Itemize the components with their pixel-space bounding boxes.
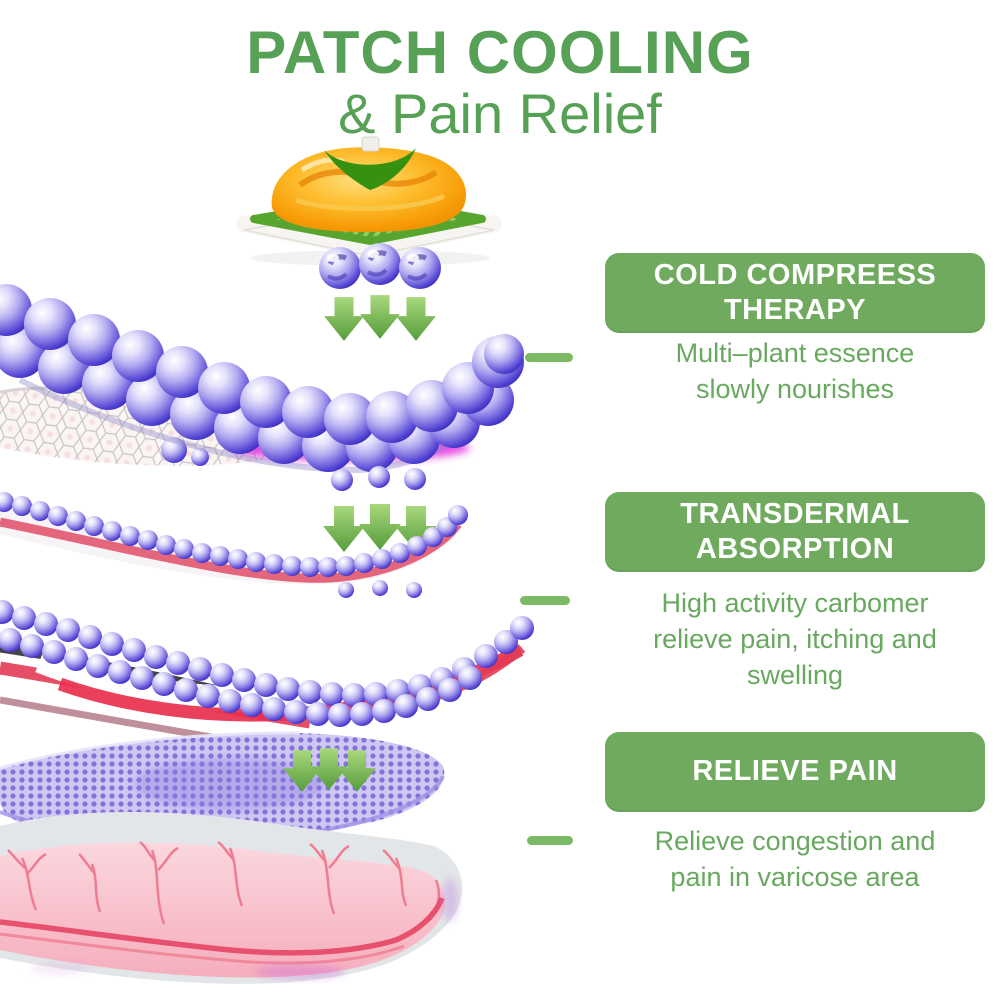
badge-line: THERAPY: [723, 294, 867, 326]
connector-line: [527, 836, 573, 845]
connector-line: [525, 353, 573, 362]
badge-line: RELIEVE PAIN: [692, 755, 898, 788]
description-cold-compress: Multi–plant essence slowly nourishes: [675, 338, 915, 404]
down-arrows-icon: [324, 295, 436, 341]
skin-veins-layer: [0, 812, 463, 984]
badge-line: ABSORPTION: [695, 533, 895, 565]
badge-relieve-pain: RELIEVE PAIN: [605, 732, 985, 812]
description-transdermal: High activity carbomer relieve pain, itc…: [653, 588, 937, 690]
micro-bead-layer: [0, 600, 534, 756]
title-line-1: PATCH COOLING: [246, 19, 754, 86]
description-relieve-pain: Relieve congestion and pain in varicose …: [654, 826, 936, 892]
down-arrows-icon: [283, 748, 376, 792]
badge-line: TRANSDERMAL: [680, 497, 910, 530]
hydrogel-beads-icon: [331, 466, 426, 491]
patch-layers-illustration: [0, 136, 534, 984]
gel-patch-icon: [236, 136, 502, 266]
badge-cold-compress-therapy: COLD COMPREESS THERAPY: [605, 253, 985, 333]
title-line-2: & Pain Relief: [338, 82, 662, 146]
bead-strand-layer: [0, 492, 468, 585]
hydrogel-beads-icon: [338, 580, 422, 598]
badge-transdermal-absorption: TRANSDERMAL ABSORPTION: [605, 492, 985, 572]
badge-line: COLD COMPREESS: [653, 258, 937, 291]
page-title: PATCH COOLING & Pain Relief: [0, 19, 1000, 146]
hydrogel-beads-icon: [319, 243, 441, 289]
bead-gel-layer: [0, 284, 524, 474]
connector-line: [520, 596, 570, 605]
